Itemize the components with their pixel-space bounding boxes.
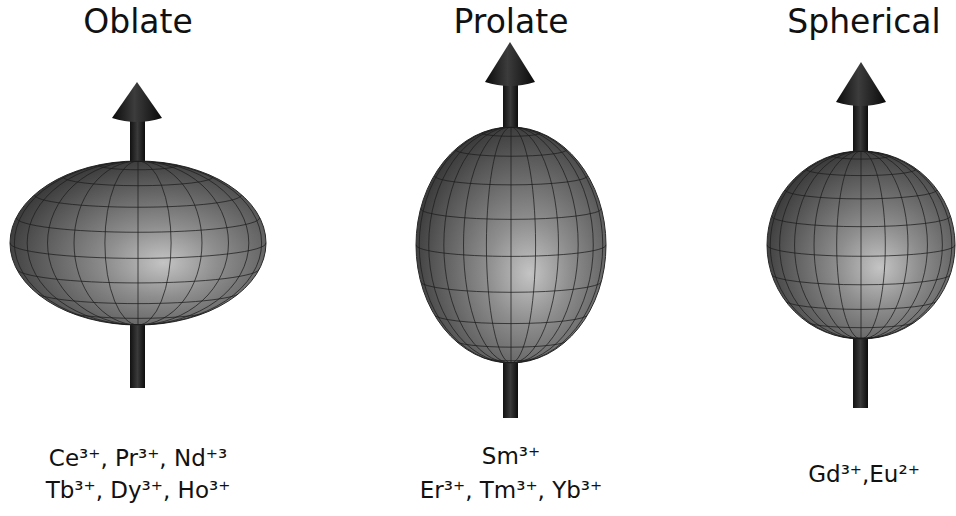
grid-line (861, 151, 952, 339)
prolate-body (416, 127, 606, 363)
grid-line (138, 161, 171, 325)
grid-line (861, 151, 862, 339)
grid-line (48, 161, 138, 325)
grid-line (795, 151, 861, 339)
grid-line (429, 127, 511, 363)
grid-line (14, 161, 138, 325)
ion-list: Sm³⁺ (482, 443, 540, 469)
moment-arrowhead (485, 42, 535, 86)
grid-line (511, 127, 512, 363)
grid-line (27, 161, 138, 325)
grid-line (138, 161, 202, 325)
sphere (767, 62, 955, 408)
grid-line (511, 127, 593, 363)
moment-arrowhead (836, 62, 886, 106)
grid-line (861, 151, 885, 339)
shape-title: Spherical (787, 3, 940, 41)
prolate-spheroid (416, 42, 606, 418)
grid-line (861, 151, 942, 339)
ion-list: Ce³⁺, Pr³⁺, Nd⁺³ (49, 445, 227, 471)
grid-line (444, 127, 511, 363)
grid-line (511, 127, 559, 363)
grid-line (861, 151, 908, 339)
grid-line (419, 127, 511, 363)
grid-line (511, 127, 578, 363)
moment-arrowhead (112, 82, 162, 122)
shape-title: Oblate (83, 3, 193, 41)
grid-line (74, 161, 138, 325)
grid-line (486, 127, 511, 363)
ion-list: Er³⁺, Tm³⁺, Yb³⁺ (420, 477, 602, 503)
shape-title: Prolate (454, 3, 569, 41)
ion-list: Gd³⁺,Eu²⁺ (808, 461, 920, 487)
sphere-body (767, 151, 955, 339)
oblate-spheroid (10, 82, 266, 388)
grid-line (105, 161, 138, 325)
grid-line (770, 151, 861, 339)
grid-line (511, 127, 536, 363)
oblate-body (10, 161, 266, 325)
grid-line (780, 151, 861, 339)
ion-list: Tb³⁺, Dy³⁺, Ho³⁺ (46, 477, 231, 503)
grid-line (138, 161, 262, 325)
grid-line (837, 151, 861, 339)
grid-line (861, 151, 927, 339)
grid-line (464, 127, 511, 363)
grid-line (814, 151, 861, 339)
grid-line (138, 161, 139, 325)
grid-line (511, 127, 603, 363)
grid-line (138, 161, 228, 325)
grid-line (138, 161, 249, 325)
